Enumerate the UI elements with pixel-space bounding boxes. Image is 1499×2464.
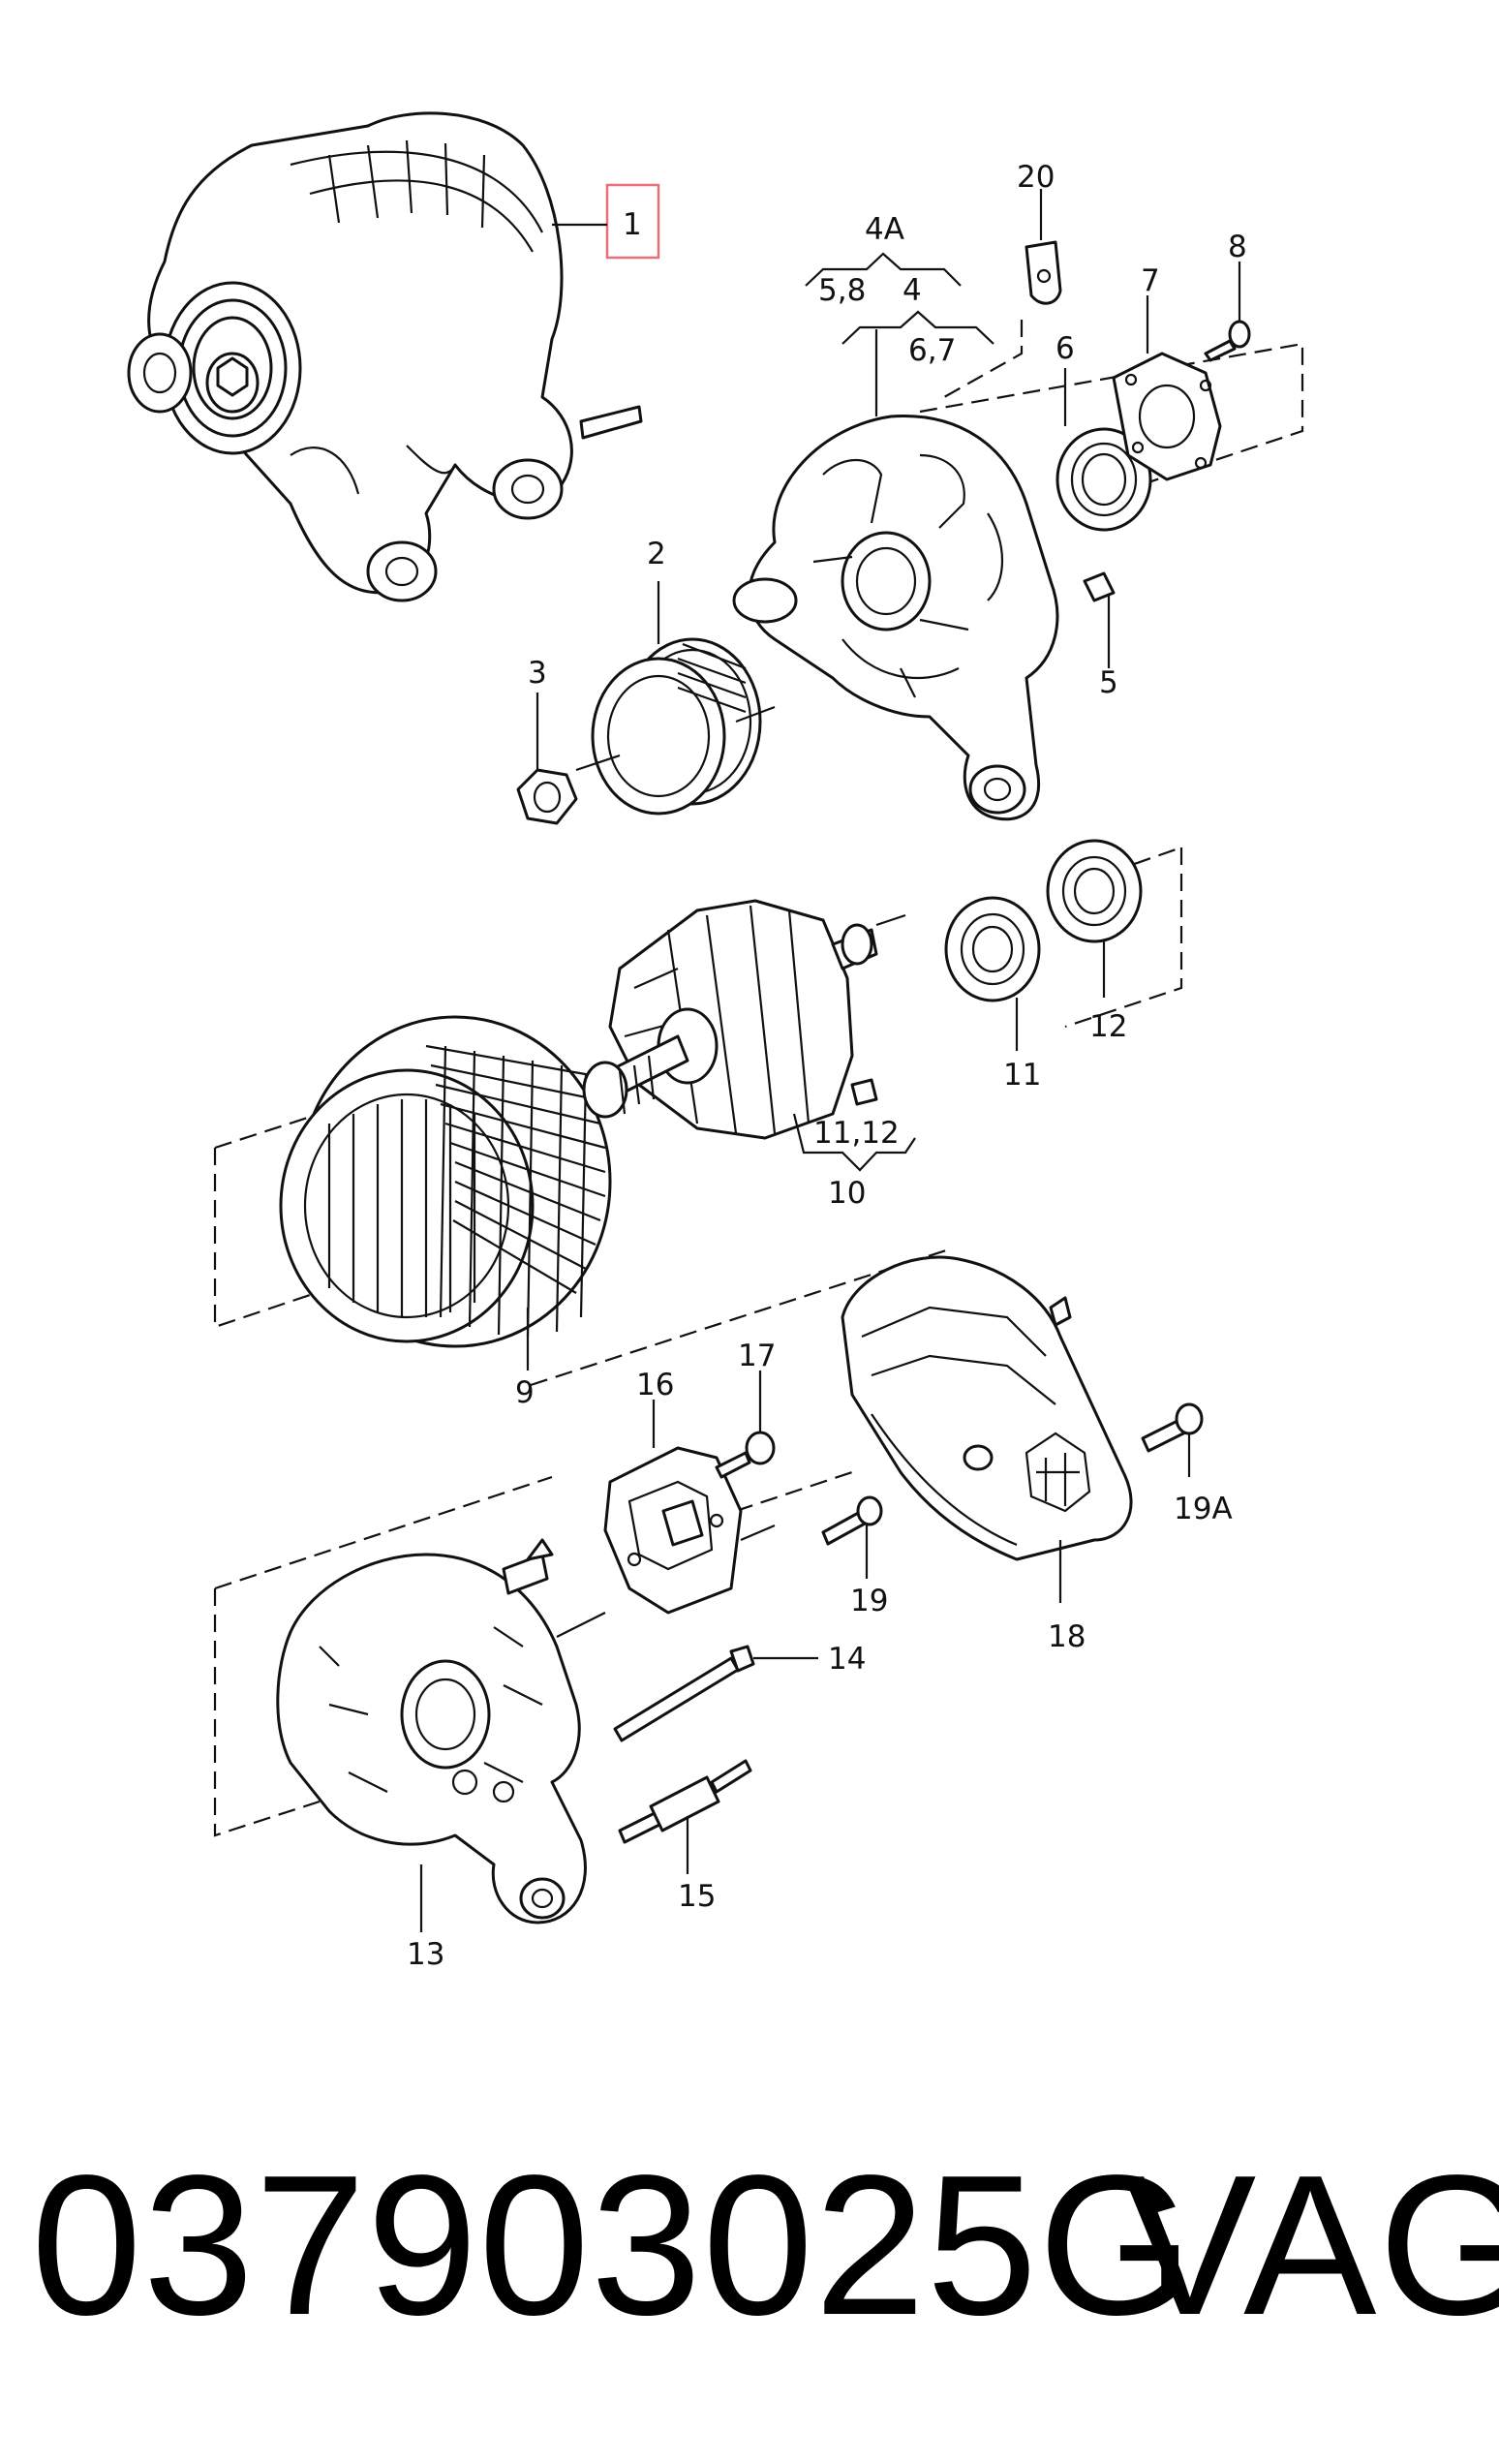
callout-14: 14 (828, 1642, 866, 1677)
callout-9: 9 (515, 1375, 535, 1410)
bearing-cover-plate (1112, 352, 1222, 481)
callout-4a: 4A (865, 212, 904, 247)
callout-15: 15 (678, 1879, 716, 1914)
alternator-exploded-diagram: 1 4A 5,8 4 6,7 20 6 (127, 111, 1304, 1972)
screw-17 (715, 1431, 776, 1479)
brand-name: VAG (1123, 2134, 1499, 2356)
callout-3: 3 (528, 656, 547, 691)
voltage-regulator (603, 1446, 743, 1615)
callout-4: 4 (902, 273, 922, 308)
callout-10: 10 (828, 1176, 866, 1211)
callout-16: 16 (636, 1368, 674, 1402)
callout-11-12: 11,12 (813, 1116, 900, 1151)
callout-19: 19 (850, 1584, 888, 1618)
callout-6-7: 6,7 (908, 333, 956, 368)
alternator-assembly (127, 111, 643, 602)
callout-12: 12 (1089, 1009, 1127, 1044)
bearing-12 (1046, 839, 1143, 943)
callout-8: 8 (1228, 230, 1247, 264)
callout-7: 7 (1141, 263, 1160, 298)
callout-20: 20 (1017, 160, 1055, 195)
nut (516, 768, 578, 825)
callout-19a: 19A (1174, 1492, 1233, 1526)
part-number: 037903025G (31, 2134, 1195, 2356)
clip (1025, 240, 1062, 305)
screw-8 (1204, 320, 1251, 362)
pin-5 (1083, 571, 1116, 602)
callout-13: 13 (407, 1937, 444, 1972)
rear-cover (841, 1255, 1133, 1561)
rotor (582, 899, 878, 1140)
callout-11: 11 (1003, 1058, 1041, 1093)
drive-end-bracket (732, 415, 1059, 821)
screw-19 (821, 1495, 883, 1546)
callout-5-8: 5,8 (818, 273, 866, 308)
screw-19a (1141, 1402, 1204, 1453)
stator (279, 1015, 612, 1348)
callout-6: 6 (1055, 331, 1075, 366)
slip-ring-end-bracket (276, 1538, 587, 1925)
bearing-11 (944, 896, 1041, 1002)
through-bolt (613, 1645, 755, 1742)
callout-1: 1 (623, 207, 642, 242)
callout-5: 5 (1099, 665, 1118, 700)
callout-2: 2 (647, 537, 666, 571)
highlight-box (605, 183, 660, 260)
stud-bolt (618, 1759, 752, 1844)
callout-18: 18 (1048, 1619, 1086, 1654)
callout-17: 17 (738, 1339, 776, 1373)
pulley (591, 637, 762, 816)
